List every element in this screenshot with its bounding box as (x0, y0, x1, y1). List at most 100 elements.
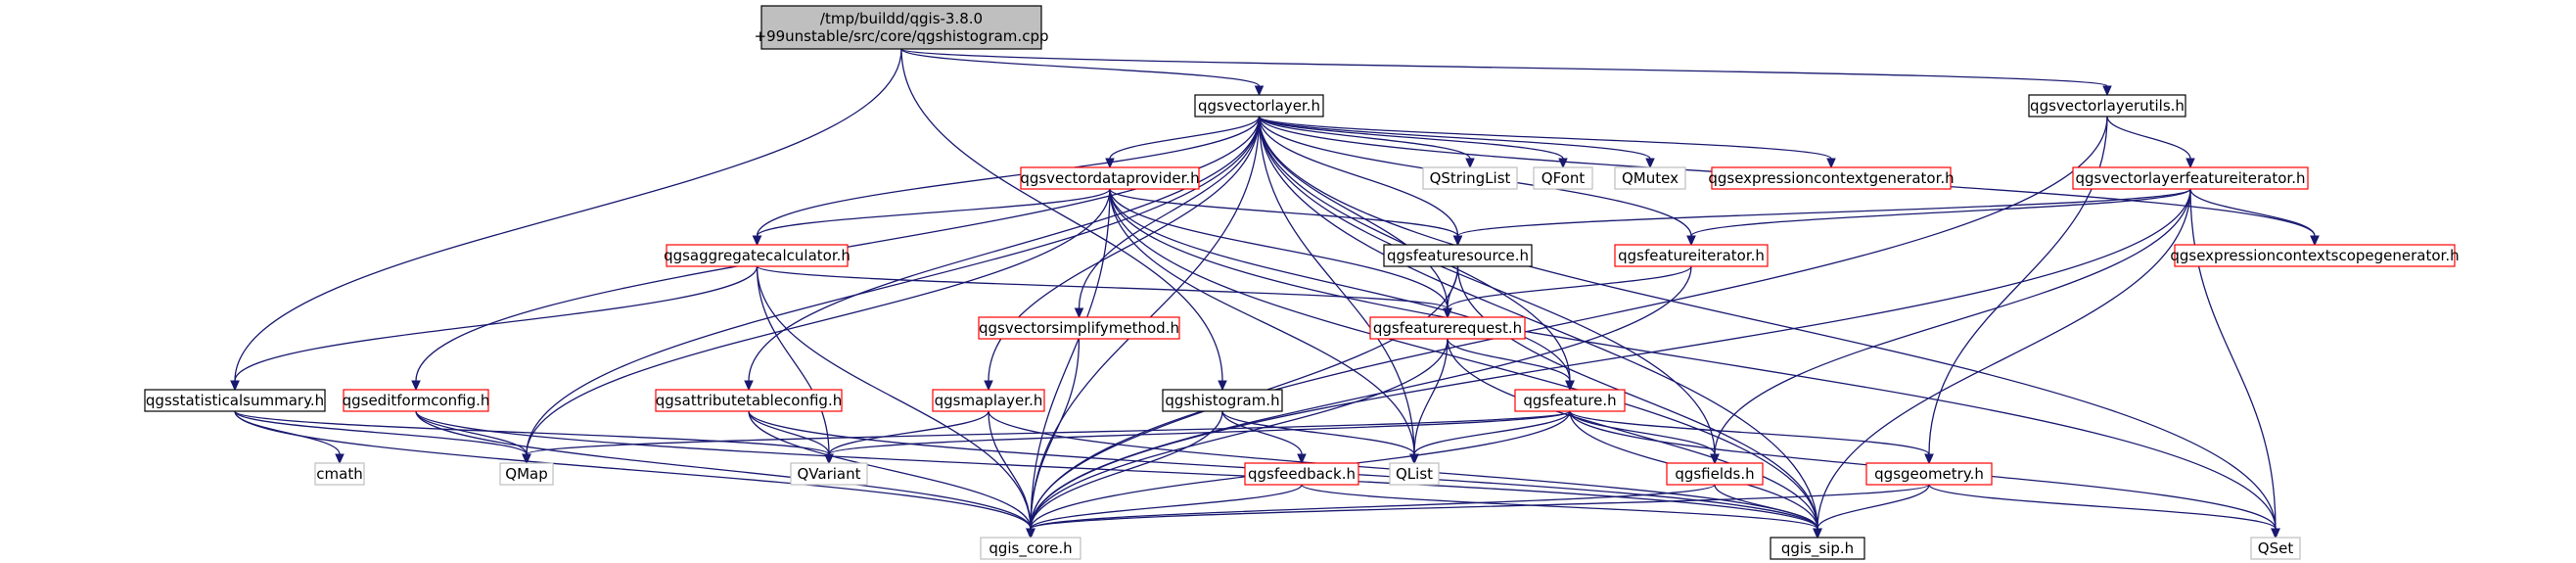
node-box (1244, 462, 1359, 486)
edge-qgshistogram-to-qgsfeedback (1221, 410, 1307, 465)
edge-qgsfeature-to-qgsgeometry (1569, 410, 1934, 465)
node-label: qgsfeatureiterator.h (1618, 247, 1765, 264)
node-box (978, 316, 1180, 340)
node-box (314, 462, 365, 486)
node-qgshistogram[interactable]: qgshistogram.h (1162, 389, 1283, 412)
node-qgsstatsummary[interactable]: qgsstatisticalsummary.h (144, 389, 326, 412)
node-label: QStringList (1430, 169, 1511, 187)
edge-qgsfeature-to-qvariant (824, 410, 1571, 465)
edge-qgsvectorlayer-to-qgsexprctxgen (1258, 116, 1836, 169)
node-label: qgsfeature.h (1523, 392, 1616, 409)
node-label: QMap (505, 465, 547, 483)
edge-qgsfeature-to-qlist (1409, 410, 1571, 465)
node-label: qgsvectorsimplifymethod.h (979, 319, 1179, 337)
node-qgseditformconfig[interactable]: qgseditformconfig.h (343, 389, 490, 412)
node-qgsfields[interactable]: qgsfields.h (1666, 462, 1764, 486)
node-label: qgshistogram.h (1165, 392, 1279, 409)
node-qvariant: QVariant (790, 462, 868, 486)
edge-qgsaggcalc-to-qgsstatsummary (230, 265, 759, 392)
edge-qgsvectorlayer-to-qlist (1258, 116, 1419, 465)
node-label: qgsaggregatecalculator.h (664, 247, 851, 264)
node-qgsfeaturerequest[interactable]: qgsfeaturerequest.h (1369, 316, 1526, 340)
edge-qgsvectordataprovider-to-qgsaggcalc (752, 188, 1111, 247)
node-box (1389, 462, 1440, 486)
node-qgsaggcalc[interactable]: qgsaggregatecalculator.h (664, 244, 851, 267)
node-label: QFont (1541, 169, 1586, 187)
edge-qgsgeometry-to-qset (1928, 484, 2280, 540)
node-label: QMutex (1622, 169, 1679, 187)
node-box (1422, 166, 1518, 190)
edge-qgshistogram-to-qlist (1221, 410, 1419, 465)
edge-qgsvlfeatit-to-qset (2189, 188, 2280, 540)
node-label: qgsexpressioncontextscopegenerator.h (2170, 247, 2459, 264)
node-qgsmaplayer[interactable]: qgsmaplayer.h (932, 389, 1045, 412)
node-box (1514, 389, 1626, 412)
node-box (2072, 166, 2309, 190)
node-box (1369, 316, 1526, 340)
node-box (2174, 244, 2456, 267)
node-qmutex: QMutex (1614, 166, 1686, 190)
node-qset: QSet (2250, 537, 2301, 560)
node-label: qgis_core.h (989, 540, 1072, 558)
node-box (1194, 94, 1324, 117)
edge-root-to-qgsvectorlayer (900, 48, 1265, 97)
node-qgsfeedback[interactable]: qgsfeedback.h (1244, 462, 1359, 486)
node-label: qgsfields.h (1675, 465, 1754, 483)
node-label: qgsstatisticalsummary.h (146, 392, 324, 409)
node-label: QVariant (797, 465, 860, 483)
node-label: qgsattributetableconfig.h (656, 392, 842, 409)
node-label: qgsvectorlayer.h (1198, 97, 1320, 115)
node-qfont: QFont (1533, 166, 1593, 190)
edge-qgsvectorlayer-to-qstringlist (1258, 116, 1475, 169)
edge-qgsvectorlayer-to-qgsvectorsimplify (1074, 116, 1261, 319)
node-box (1666, 462, 1764, 486)
node-qgsexprctxgen[interactable]: qgsexpressioncontextgenerator.h (1708, 166, 1955, 190)
node-qgissip[interactable]: qgis_sip.h (1770, 537, 1865, 560)
node-box (2028, 94, 2186, 117)
node-label: qgsfeedback.h (1248, 465, 1356, 483)
node-box (1614, 244, 1769, 267)
node-box (760, 5, 1042, 50)
node-label: qgsexpressioncontextgenerator.h (1708, 169, 1954, 187)
edge-qgsvectorlayerutils-to-qgsvlfeatit (2106, 116, 2195, 169)
node-box (2250, 537, 2301, 560)
node-box (1770, 537, 1865, 560)
node-qgsgeometry[interactable]: qgsgeometry.h (1865, 462, 1993, 486)
node-label: qgsvectorlayerfeatureiterator.h (2076, 169, 2306, 187)
node-label: cmath (316, 465, 362, 483)
node-label: qgsgeometry.h (1874, 465, 1984, 483)
edges-layer (230, 48, 2320, 540)
edge-qgsvlfeatit-to-qgsfeaturesource (1452, 188, 2191, 247)
node-qgsfeaturesource[interactable]: qgsfeaturesource.h (1383, 244, 1533, 267)
node-box (1533, 166, 1593, 190)
node-box (1865, 462, 1993, 486)
node-label: +99unstable/src/core/qgshistogram.cpp (755, 27, 1049, 45)
edge-qgsvectordataprovider-to-qset (1109, 188, 2280, 540)
node-label: qgseditformconfig.h (343, 392, 490, 409)
edge-qgsfeaturerequest-to-qgiscore (1026, 338, 1449, 540)
node-box (343, 389, 489, 412)
node-qgsfeatureiterator[interactable]: qgsfeatureiterator.h (1614, 244, 1769, 267)
edge-qgsgeometry-to-qgiscore (1026, 484, 1930, 540)
node-qgsvectorlayer[interactable]: qgsvectorlayer.h (1194, 94, 1324, 117)
node-qgsexprctxscopegen[interactable]: qgsexpressioncontextscopegenerator.h (2170, 244, 2460, 267)
edge-qgsvlfeatit-to-qgsfeatureiterator (1686, 188, 2191, 247)
node-qgsattrtableconfig[interactable]: qgsattributetableconfig.h (655, 389, 843, 412)
edge-qgsvectorlayer-to-qgsfeaturerequest (1258, 116, 1452, 319)
edge-qgsfeature-to-qmap (522, 410, 1571, 465)
node-label: qgsfeaturesource.h (1387, 247, 1529, 264)
node-box (666, 244, 849, 267)
node-qgsvectordataprovider[interactable]: qgsvectordataprovider.h (1020, 166, 1200, 190)
edge-qgsfeatureiterator-to-qgsfeaturerequest (1443, 265, 1692, 319)
node-qgsvectorsimplify[interactable]: qgsvectorsimplifymethod.h (978, 316, 1180, 340)
edge-root-to-qgsstatsummary (230, 48, 902, 392)
node-label: qgsvectorlayerutils.h (2030, 97, 2185, 115)
node-qgsvectorlayerutils[interactable]: qgsvectorlayerutils.h (2028, 94, 2186, 117)
node-qgsvlfeatit[interactable]: qgsvectorlayerfeatureiterator.h (2072, 166, 2309, 190)
edge-root-to-qgsvectorlayerutils (900, 48, 2112, 97)
node-box (932, 389, 1045, 412)
node-label: qgsvectordataprovider.h (1020, 169, 1199, 187)
node-label: qgsfeaturerequest.h (1373, 319, 1522, 337)
edge-qgsvlfeatit-to-qgissip (1813, 188, 2191, 540)
node-qgsfeature[interactable]: qgsfeature.h (1514, 389, 1626, 412)
